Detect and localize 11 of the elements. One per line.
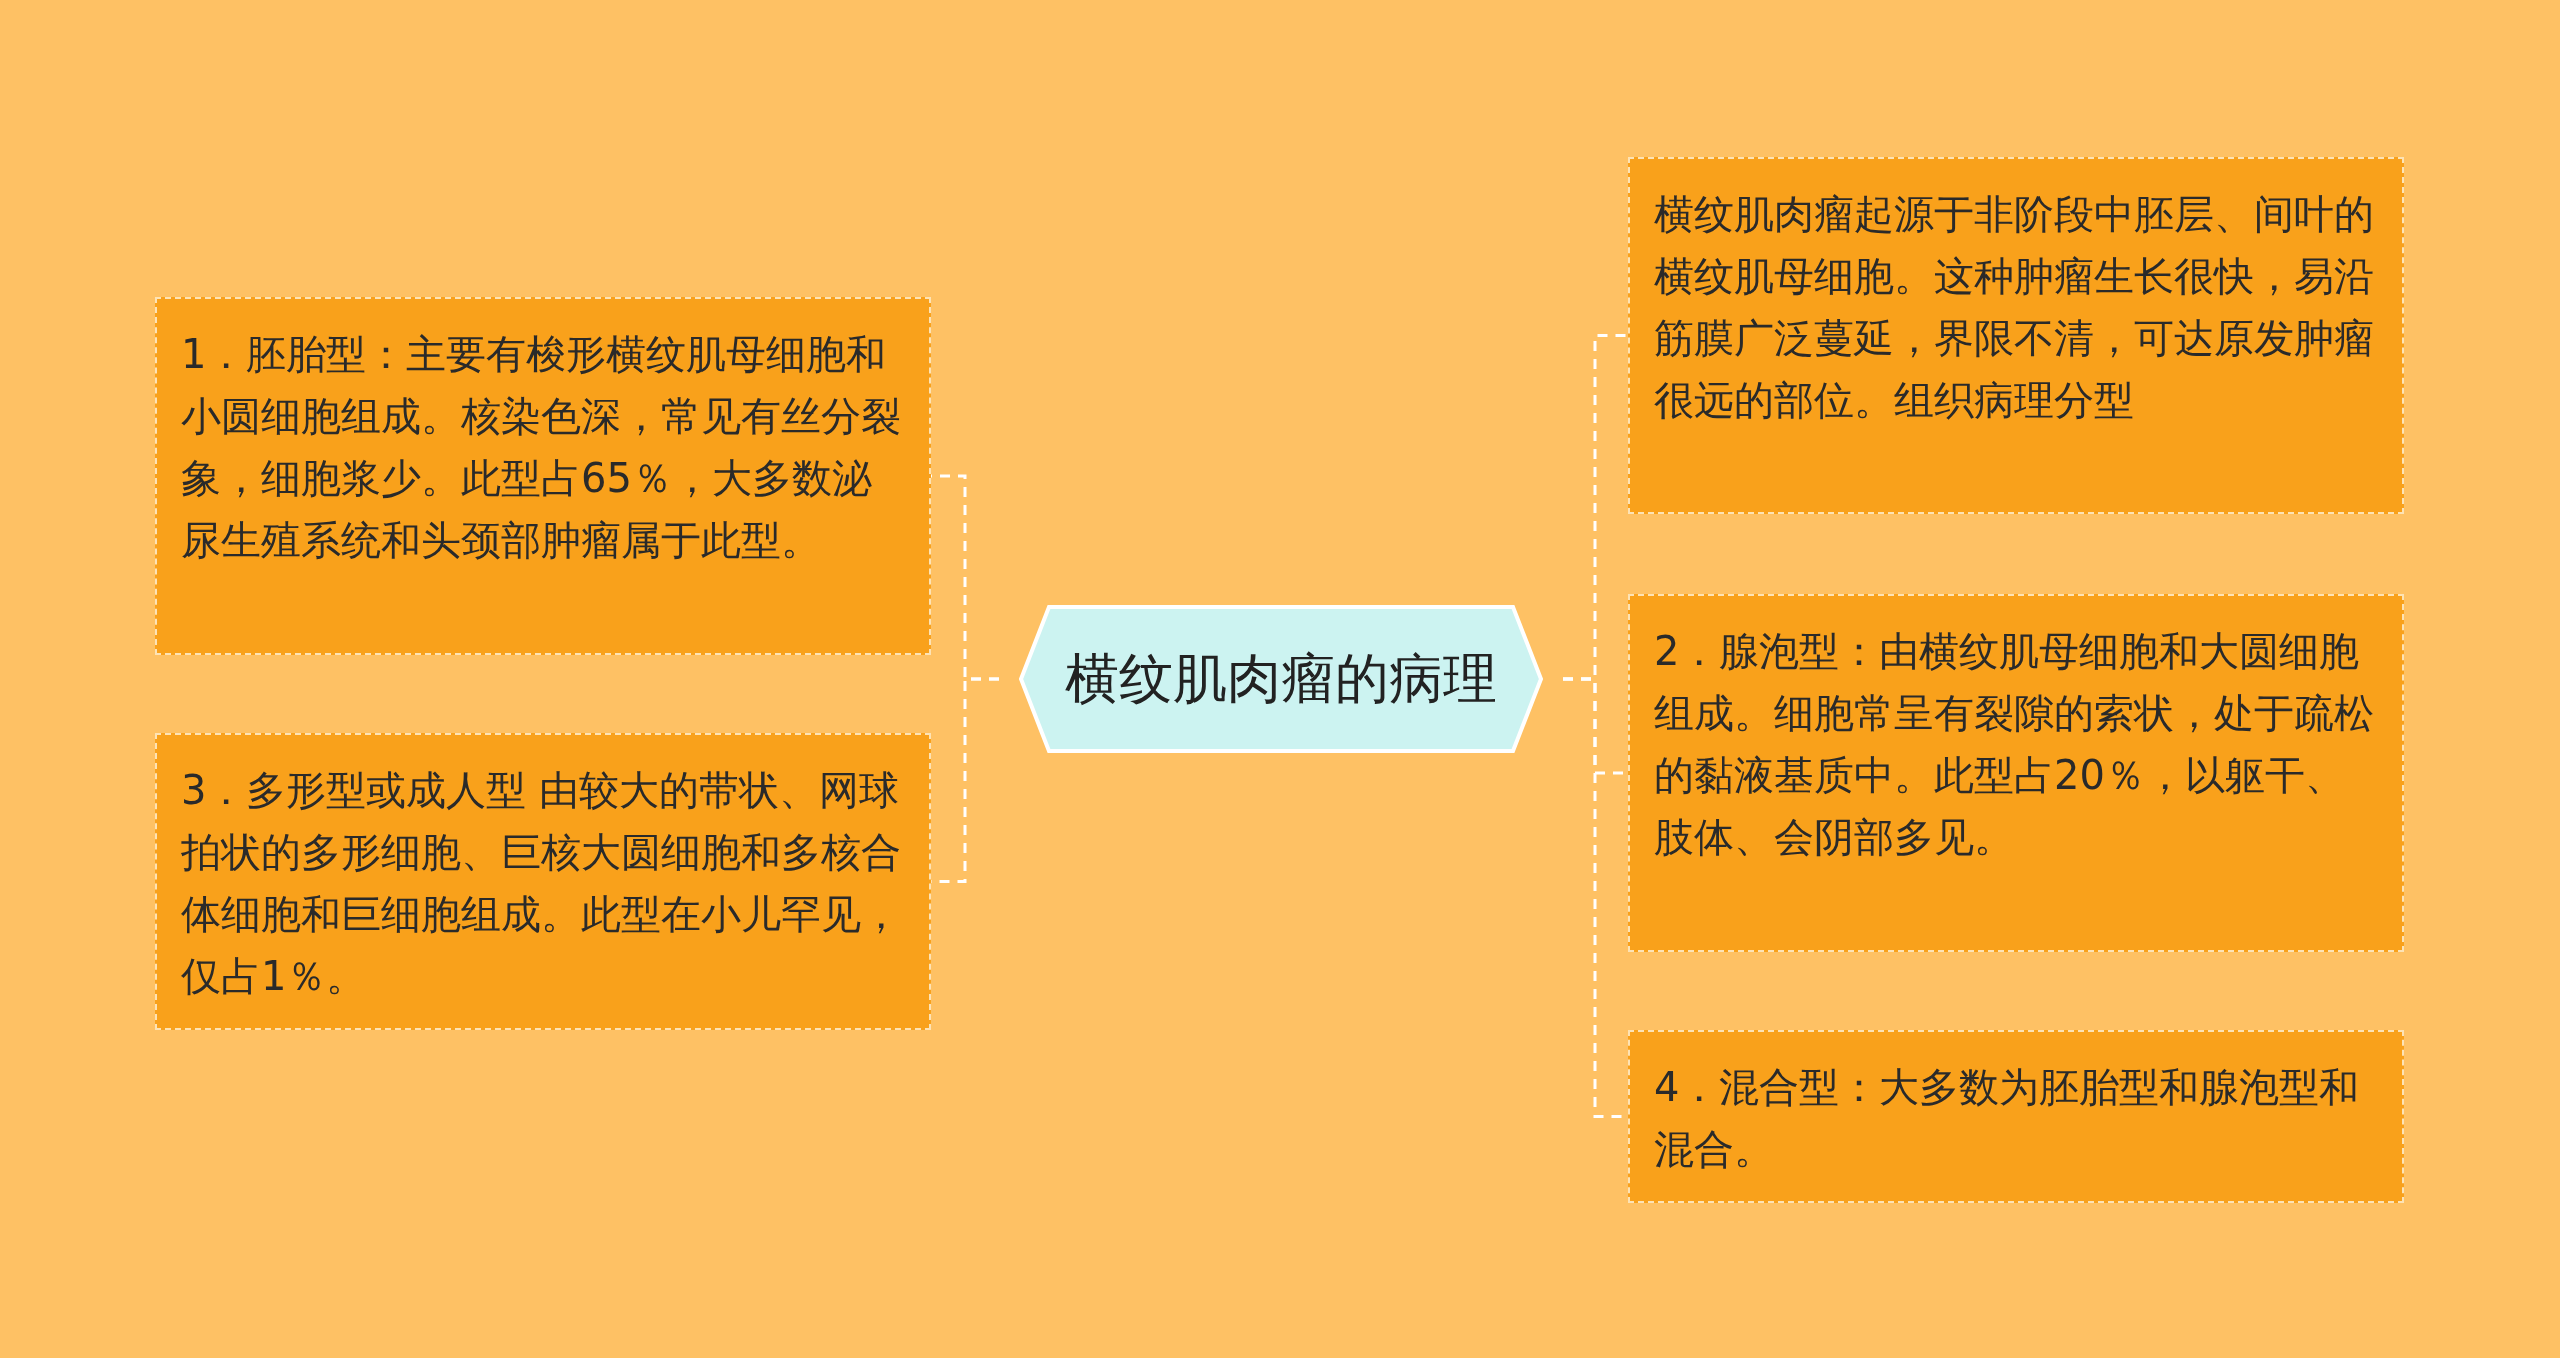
note-text: 3．多形型或成人型 由较大的带状、网球拍状的多形细胞、巨核大圆细胞和多核合体细胞和巨细胞组成。此型在小儿罕见，仅占1％。	[181, 766, 902, 1001]
note-card	[1628, 157, 2404, 514]
note-card	[155, 733, 931, 1030]
note-card	[155, 297, 931, 655]
note-text: 4．混合型：大多数为胚胎型和腺泡型和混合。	[1654, 1063, 2361, 1174]
note-card	[1628, 1030, 2404, 1203]
topic-title: 横纹肌肉瘤的病理	[1065, 645, 1497, 712]
note-text: 1．胚胎型：主要有梭形横纹肌母细胞和小圆细胞组成。核染色深，常见有丝分裂象，细胞浆少。此型占65％，大多数泌尿生殖系统和头颈部肿瘤属于此型。	[181, 330, 902, 565]
note-text: 2．腺泡型：由横纹肌母细胞和大圆细胞组成。细胞常呈有裂隙的索状，处于疏松的黏液基质中。此型占20％，以躯干、肢体、会阴部多见。	[1654, 627, 2375, 862]
note-card	[1628, 594, 2404, 952]
note-text: 横纹肌肉瘤起源于非阶段中胚层、间叶的横纹肌母细胞。这种肿瘤生长很快，易沿筋膜广泛蔓延，界限不清，可达原发肿瘤很远的部位。组织病理分型	[1654, 190, 2375, 425]
